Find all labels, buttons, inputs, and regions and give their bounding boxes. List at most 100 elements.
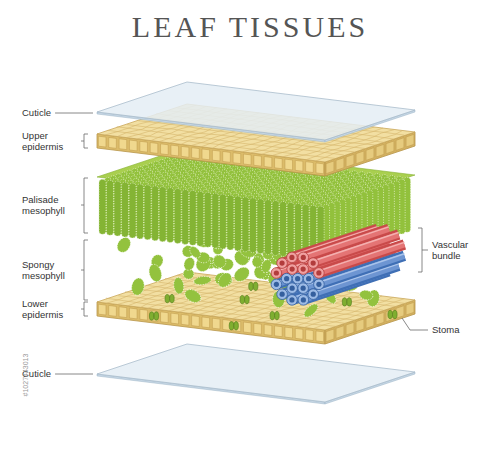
cuticle-sheet — [97, 82, 415, 142]
palisade-cell — [152, 186, 159, 241]
epidermis-cell — [140, 141, 148, 152]
bracket — [84, 240, 88, 300]
spongy-cell — [211, 253, 229, 271]
palisade-cell — [114, 181, 121, 236]
epidermis-cell — [109, 137, 117, 148]
epidermis-cell — [223, 151, 231, 162]
epidermis-cell — [326, 161, 334, 174]
epidermis-cell — [129, 140, 137, 151]
leader-line — [81, 205, 84, 206]
palisade-cell — [159, 187, 166, 242]
epidermis-cell — [285, 159, 293, 170]
part-label: Vascular bundle — [432, 239, 490, 262]
vessel-lumen — [316, 282, 321, 287]
vessel-end — [287, 283, 298, 294]
epidermis-cell — [243, 154, 251, 165]
guard-cell — [170, 294, 175, 302]
stoma-symbol — [229, 322, 238, 330]
cuticle-face — [97, 344, 415, 402]
spongy-cell — [147, 263, 164, 284]
vessel-highlight — [303, 227, 389, 256]
stoma-symbol — [165, 294, 174, 302]
spongy-cell — [359, 289, 374, 301]
epidermis-cell — [150, 143, 158, 154]
epidermis-cell — [346, 322, 354, 335]
cuticle-face — [97, 82, 415, 140]
palisade-cell — [129, 183, 136, 238]
epidermis-cell — [181, 314, 189, 325]
vessel-lumen — [289, 297, 294, 302]
spongy-cell — [130, 277, 146, 297]
vessel-end — [314, 279, 325, 290]
vessel-lumen — [274, 282, 279, 287]
epidermis-cell — [326, 329, 334, 342]
leader-line — [81, 141, 84, 142]
epidermis-cell — [212, 318, 220, 329]
epidermis-cell — [396, 306, 404, 319]
epidermis-cell — [264, 157, 272, 168]
vessel-end — [271, 268, 282, 279]
vessel-lumen — [289, 255, 294, 260]
epidermis-cell — [295, 160, 303, 171]
epidermis-cell — [109, 305, 117, 316]
spongy-cell — [251, 256, 263, 269]
vessel-end — [292, 273, 303, 284]
spongy-cell — [193, 275, 211, 286]
vessel-end — [287, 252, 298, 263]
guard-cell — [275, 311, 280, 319]
epidermis-cell — [264, 325, 272, 336]
epidermis-cell — [285, 327, 293, 338]
palisade-cell — [189, 190, 196, 245]
palisade-cell — [174, 189, 181, 244]
epidermis-cell — [254, 323, 262, 334]
vessel-end — [303, 273, 314, 284]
palisade-cell — [219, 194, 226, 249]
epidermis-cell — [243, 322, 251, 333]
leader-line — [402, 318, 428, 330]
vessel-end — [298, 252, 309, 263]
epidermis-cell — [161, 144, 169, 155]
cell-wall — [189, 283, 278, 313]
epidermis-cell — [98, 136, 106, 147]
part-label: Stoma — [432, 324, 459, 336]
spongy-cell — [216, 270, 234, 289]
vascular-bundle — [271, 227, 404, 305]
guard-cell — [253, 282, 258, 290]
guard-cell — [393, 310, 398, 318]
vessel-end — [298, 283, 309, 294]
stoma-symbol — [388, 310, 397, 318]
watermark: #1027443013 — [22, 353, 30, 396]
epidermis-cell — [212, 150, 220, 161]
vessel-end — [308, 258, 319, 269]
epidermis-cell — [336, 326, 344, 339]
spongy-cell — [115, 235, 134, 255]
vessel-lumen — [311, 260, 316, 265]
epidermis-cell — [275, 158, 283, 169]
guard-cell — [149, 312, 154, 320]
vessel-lumen — [290, 267, 295, 272]
leader-line — [55, 374, 93, 375]
spongy-cell — [183, 287, 203, 305]
vessel-tube — [303, 229, 389, 258]
epidermis-cell — [406, 134, 414, 147]
epidermis-cell — [161, 312, 169, 323]
palisade-cell — [287, 202, 294, 257]
guard-cell — [245, 295, 250, 303]
epidermis-cell — [181, 146, 189, 157]
epidermis-cell — [98, 304, 106, 315]
palisade-cell — [144, 185, 151, 240]
spongy-cell — [173, 277, 185, 295]
part-label: Palisade mesophyll — [22, 194, 77, 217]
palisade-cell — [272, 201, 279, 256]
palisade-cell — [182, 189, 189, 244]
palisade-cell — [234, 196, 241, 251]
palisade-cell — [197, 191, 204, 246]
vessel-end — [298, 264, 309, 275]
epidermis-cell — [316, 163, 324, 174]
epidermis-cell — [171, 145, 179, 156]
epidermis-block — [97, 272, 415, 344]
epidermis-cell — [356, 319, 364, 332]
epidermis-cell — [129, 308, 137, 319]
